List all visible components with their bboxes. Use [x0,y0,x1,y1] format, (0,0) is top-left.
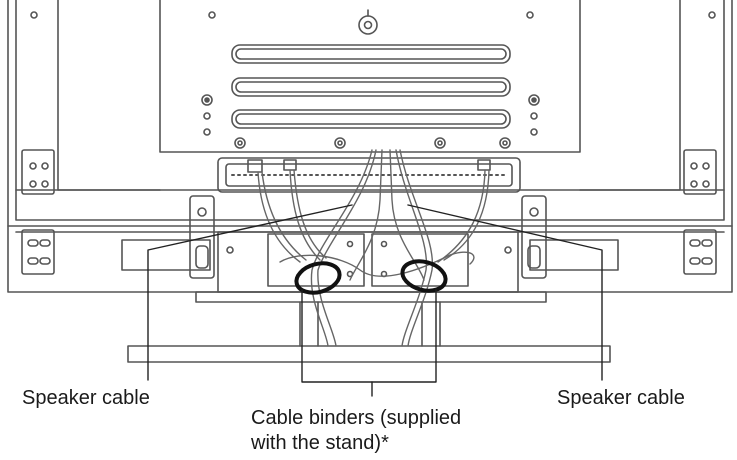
speaker-cables [257,149,490,347]
tv-rear-body [7,0,733,227]
leader-lines [147,204,603,397]
speaker-cable-right-label: Speaker cable [557,387,685,409]
speaker-cable-left-label: Speaker cable [22,387,150,409]
cable-binders [294,259,448,295]
stand-shelf [7,195,733,293]
cable-binders-label: Cable binders (supplied with the stand)* [251,406,461,456]
cable-binders-label-line2: with the stand)* [251,432,389,454]
side-bracket-left [21,149,55,275]
side-bracket-right [683,149,717,275]
cable-binders-label-line1: Cable binders (supplied [251,407,462,429]
stand-base [127,291,611,363]
rear-panel [159,0,581,153]
